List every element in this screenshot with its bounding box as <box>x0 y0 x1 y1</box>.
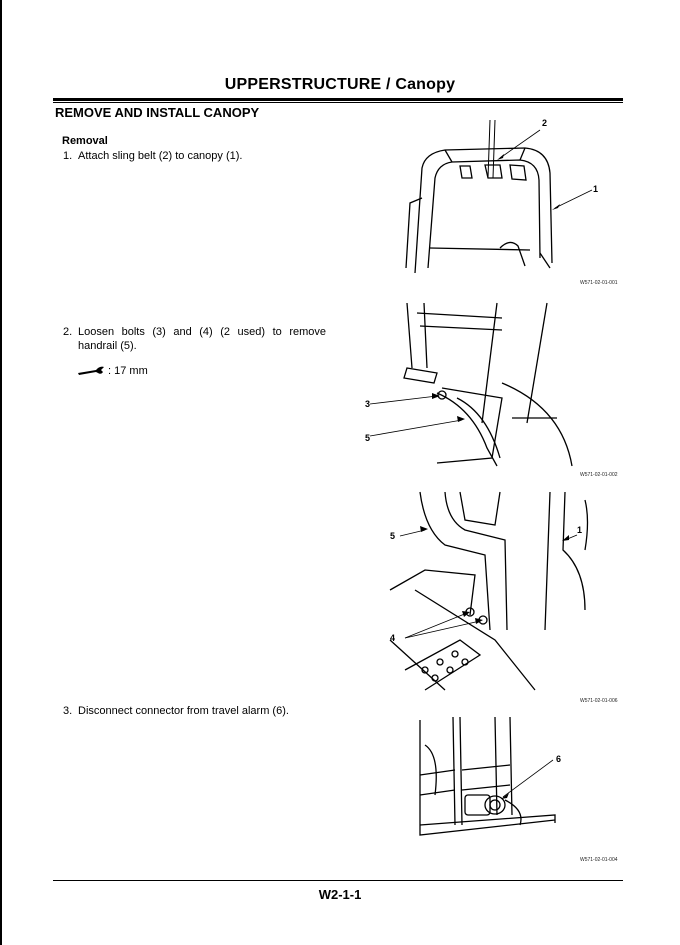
tool-size-label: : 17 mm <box>108 365 148 377</box>
callout-3: 3 <box>365 399 371 409</box>
callout-1: 1 <box>593 184 599 194</box>
handrail-lower-illustration <box>389 491 589 691</box>
callout-5: 5 <box>365 433 371 443</box>
figure-handrail-bolt: 3 5 <box>362 298 622 468</box>
handrail-illustration <box>369 302 573 467</box>
footer-rule <box>53 880 623 881</box>
section-title: REMOVE AND INSTALL CANOPY <box>55 105 260 120</box>
callout-6: 6 <box>556 754 562 764</box>
step-text: Disconnect connector from travel alarm (… <box>78 705 289 717</box>
figure-travel-alarm: 6 <box>415 715 595 840</box>
header-rule-thick <box>53 98 623 101</box>
tool-spec: : 17 mm <box>76 365 148 377</box>
removal-heading: Removal <box>62 135 108 147</box>
page-left-border <box>0 0 2 945</box>
step-number: 3. <box>63 705 73 717</box>
figure-canopy-sling: 2 1 <box>400 118 625 278</box>
figure-handrail-bolts-4: 5 1 4 <box>385 490 625 695</box>
canopy-illustration <box>405 119 593 274</box>
step-number: 1. <box>63 150 73 162</box>
callout-1: 1 <box>577 525 583 535</box>
callout-5: 5 <box>390 531 396 541</box>
step-text: Loosen bolts (3) and (4) (2 used) to rem… <box>78 326 326 352</box>
page-number: W2-1-1 <box>318 887 362 902</box>
figure-caption: W571-02-01-001 <box>580 280 618 286</box>
figure-caption: W571-02-01-002 <box>580 472 618 478</box>
header-rule-thin <box>53 102 623 103</box>
figure-caption: W571-02-01-004 <box>580 857 618 863</box>
callout-2: 2 <box>542 118 548 128</box>
step-number: 2. <box>63 326 73 338</box>
callout-4: 4 <box>390 633 396 643</box>
travel-alarm-illustration <box>419 716 556 836</box>
step-text: Attach sling belt (2) to canopy (1). <box>78 150 243 162</box>
figure-caption: W571-02-01-006 <box>580 698 618 704</box>
wrench-icon <box>78 366 104 375</box>
page-header-title: UPPERSTRUCTURE / Canopy <box>224 76 456 93</box>
